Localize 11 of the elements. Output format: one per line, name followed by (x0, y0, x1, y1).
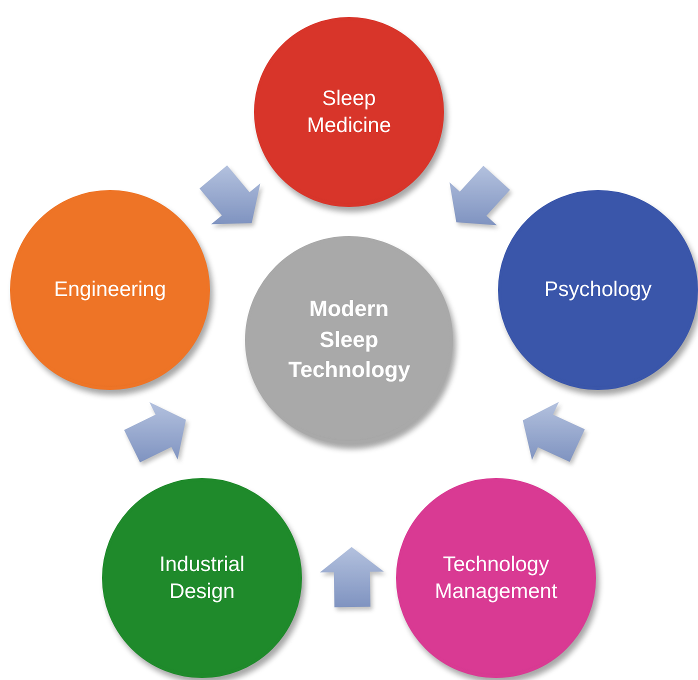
block-arrow (124, 402, 186, 462)
node-label: Technology Management (434, 552, 558, 605)
block-arrow (200, 165, 260, 224)
block-arrow (320, 547, 384, 608)
node-label: Engineering (54, 277, 166, 304)
block-arrow (450, 166, 510, 226)
node-label: Psychology (544, 277, 652, 304)
block-arrow (522, 402, 585, 462)
node-label: Industrial Design (158, 552, 246, 605)
node-label: Modern Sleep Technology (288, 294, 410, 384)
node-label: Sleep Medicine (306, 86, 392, 139)
